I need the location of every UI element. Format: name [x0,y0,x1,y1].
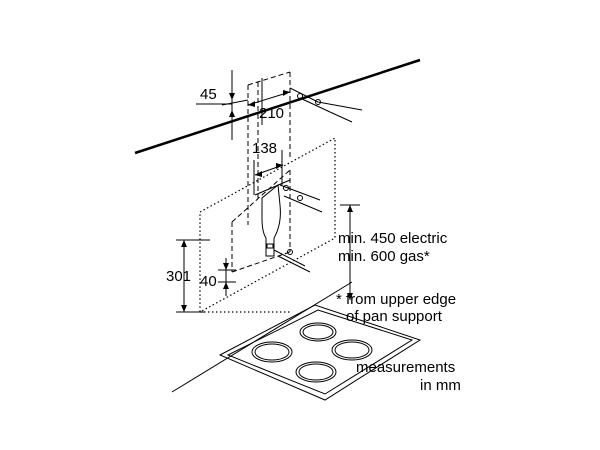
dimension-45-label: 45 [200,86,217,103]
lower-chimney-outline [231,169,291,273]
footnote-line1: * from upper edge [336,291,456,308]
dimension-301-label: 301 [166,268,191,285]
units-line2: in mm [420,377,461,394]
dimension-210-label: 210 [259,105,284,122]
dimension-138: 138 [252,140,284,195]
units-line1: measurements [356,359,455,376]
ceiling-edge [134,58,421,155]
dimension-40-label: 40 [200,273,217,290]
dimension-40: 40 [200,258,236,296]
min-height-electric: min. 450 electric [338,230,448,247]
fixing-screws [254,87,363,273]
footnote-line2: of pan support [346,308,443,325]
bracket-slot [266,243,274,249]
dimension-45: 45 [196,70,249,140]
dimension-138-label: 138 [252,140,277,157]
dimension-210: 210 [247,78,291,125]
dimension-301: 301 [166,239,210,313]
wall-bracket [261,184,281,257]
dimension-min-height [340,204,360,300]
hob [171,281,422,401]
hood-outline [199,136,336,314]
min-height-gas: min. 600 gas* [338,248,430,265]
